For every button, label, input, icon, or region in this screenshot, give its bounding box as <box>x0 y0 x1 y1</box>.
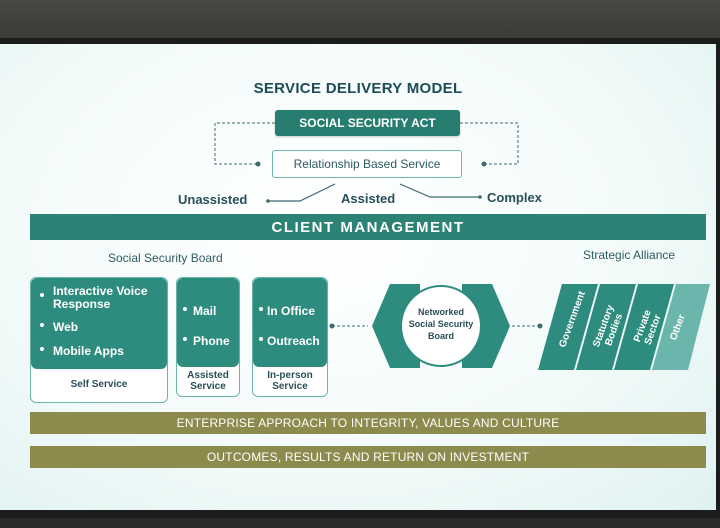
networked-board-graphic <box>372 284 510 368</box>
left-connector-dot <box>255 161 261 167</box>
item-phone: Phone <box>193 334 230 348</box>
assisted-service-card: Mail Phone Assisted Service <box>176 277 240 397</box>
bullet-icon <box>40 347 44 351</box>
bullet-icon <box>259 337 263 341</box>
unassisted-assisted-line <box>268 183 336 202</box>
integrity-bar: ENTERPRISE APPROACH TO INTEGRITY, VALUES… <box>30 412 706 434</box>
self-service-caption: Self Service <box>70 379 128 390</box>
alliance-stripe-private <box>614 284 674 370</box>
self-service-card: Interactive Voice Response Web Mobile Ap… <box>30 277 168 403</box>
network-circle <box>400 285 482 367</box>
page-title: SERVICE DELIVERY MODEL <box>253 80 463 97</box>
alliance-stripe-statutory <box>576 284 636 370</box>
inperson-service-panel: In Office Outreach <box>253 278 327 367</box>
unassisted-dot <box>266 199 270 203</box>
alliance-label: Strategic Alliance <box>583 248 676 262</box>
assisted-service-caption: Assisted Service <box>187 370 229 392</box>
inperson-service-card: In Office Outreach In-person Service <box>252 277 328 397</box>
level-complex: Complex <box>487 190 542 205</box>
presentation-screen: SERVICE DELIVERY MODEL SOCIAL SECURITY A… <box>0 44 716 510</box>
inperson-connector-dot <box>329 323 335 329</box>
act-right-connector <box>460 122 519 165</box>
bullet-icon <box>183 337 187 341</box>
background-wall <box>0 0 720 42</box>
level-assisted: Assisted <box>341 191 396 206</box>
connector-lines <box>214 122 543 329</box>
alliance-stripe-government <box>538 284 598 370</box>
alliance-connector-dot <box>537 323 543 329</box>
assisted-service-panel: Mail Phone <box>177 278 239 367</box>
board-label: Social Security Board <box>108 251 223 265</box>
complex-dot <box>478 195 482 199</box>
bullet-icon <box>40 293 44 297</box>
social-security-act-box: SOCIAL SECURITY ACT <box>275 110 460 136</box>
level-unassisted: Unassisted <box>178 192 248 207</box>
item-mobile-apps: Mobile Apps <box>53 344 124 358</box>
self-service-panel: Interactive Voice Response Web Mobile Ap… <box>31 278 167 369</box>
client-management-bar: CLIENT MANAGEMENT <box>30 214 706 240</box>
item-ivr: Interactive Voice Response <box>53 284 148 311</box>
assisted-complex-line <box>399 183 480 198</box>
act-left-connector <box>214 122 275 165</box>
bullet-icon <box>40 323 44 327</box>
alliance-stripe-other <box>652 284 710 370</box>
item-outreach: Outreach <box>267 334 320 348</box>
outcomes-bar: OUTCOMES, RESULTS AND RETURN ON INVESTME… <box>30 446 706 468</box>
right-connector-dot <box>481 161 487 167</box>
bullet-icon <box>183 307 187 311</box>
networked-board-label: Networked Social Security Board <box>408 307 474 341</box>
inperson-service-caption: In-person Service <box>267 370 313 392</box>
alliance-stripes <box>538 284 710 370</box>
relationship-service-box: Relationship Based Service <box>272 150 462 178</box>
bullet-icon <box>259 307 263 311</box>
item-in-office: In Office <box>267 304 316 318</box>
item-mail: Mail <box>193 304 217 318</box>
item-web: Web <box>53 320 79 334</box>
